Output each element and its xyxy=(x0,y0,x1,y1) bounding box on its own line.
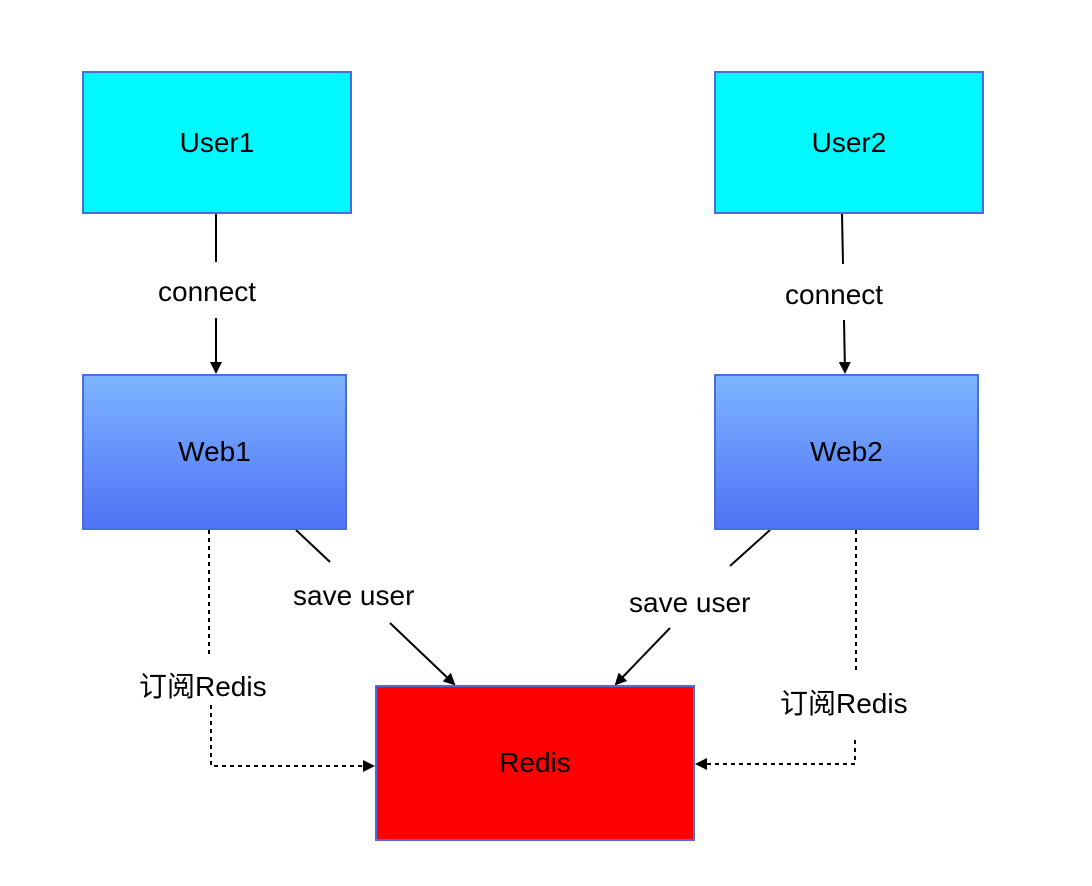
subscribe-label-1: 订阅Redis xyxy=(139,671,267,703)
subscribe-edge-web2-redis-arrow xyxy=(695,740,856,770)
connect-label-2: connect xyxy=(785,279,884,311)
web2-label: Web2 xyxy=(810,436,883,467)
subscribe-label-2: 订阅Redis xyxy=(780,688,908,720)
connect-label-1: connect xyxy=(158,276,257,308)
save-edge-web2-redis-arrow xyxy=(614,627,671,686)
user1-label: User1 xyxy=(179,126,255,158)
user2-label: User2 xyxy=(811,126,887,158)
save-edge-web1-redis-arrow xyxy=(389,622,456,686)
user2-node[interactable]: User2 xyxy=(714,71,984,214)
save-user-label-1: save user xyxy=(293,580,415,612)
web2-node[interactable]: Web2 xyxy=(714,374,979,530)
redis-label: Redis xyxy=(499,747,571,778)
redis-node[interactable]: Redis xyxy=(375,685,695,841)
connect-edge-user2-web2 xyxy=(841,213,844,265)
connect-edge-user2-web2-arrow xyxy=(838,319,851,374)
web1-label: Web1 xyxy=(178,436,251,467)
save-user-label-2: save user xyxy=(629,587,751,619)
user1-node[interactable]: User1 xyxy=(82,71,352,214)
subscribe-edge-web1-redis-arrow xyxy=(210,705,375,772)
save-edge-web2-redis xyxy=(729,529,771,567)
save-edge-web1-redis xyxy=(295,529,331,563)
web1-node[interactable]: Web1 xyxy=(82,374,347,530)
